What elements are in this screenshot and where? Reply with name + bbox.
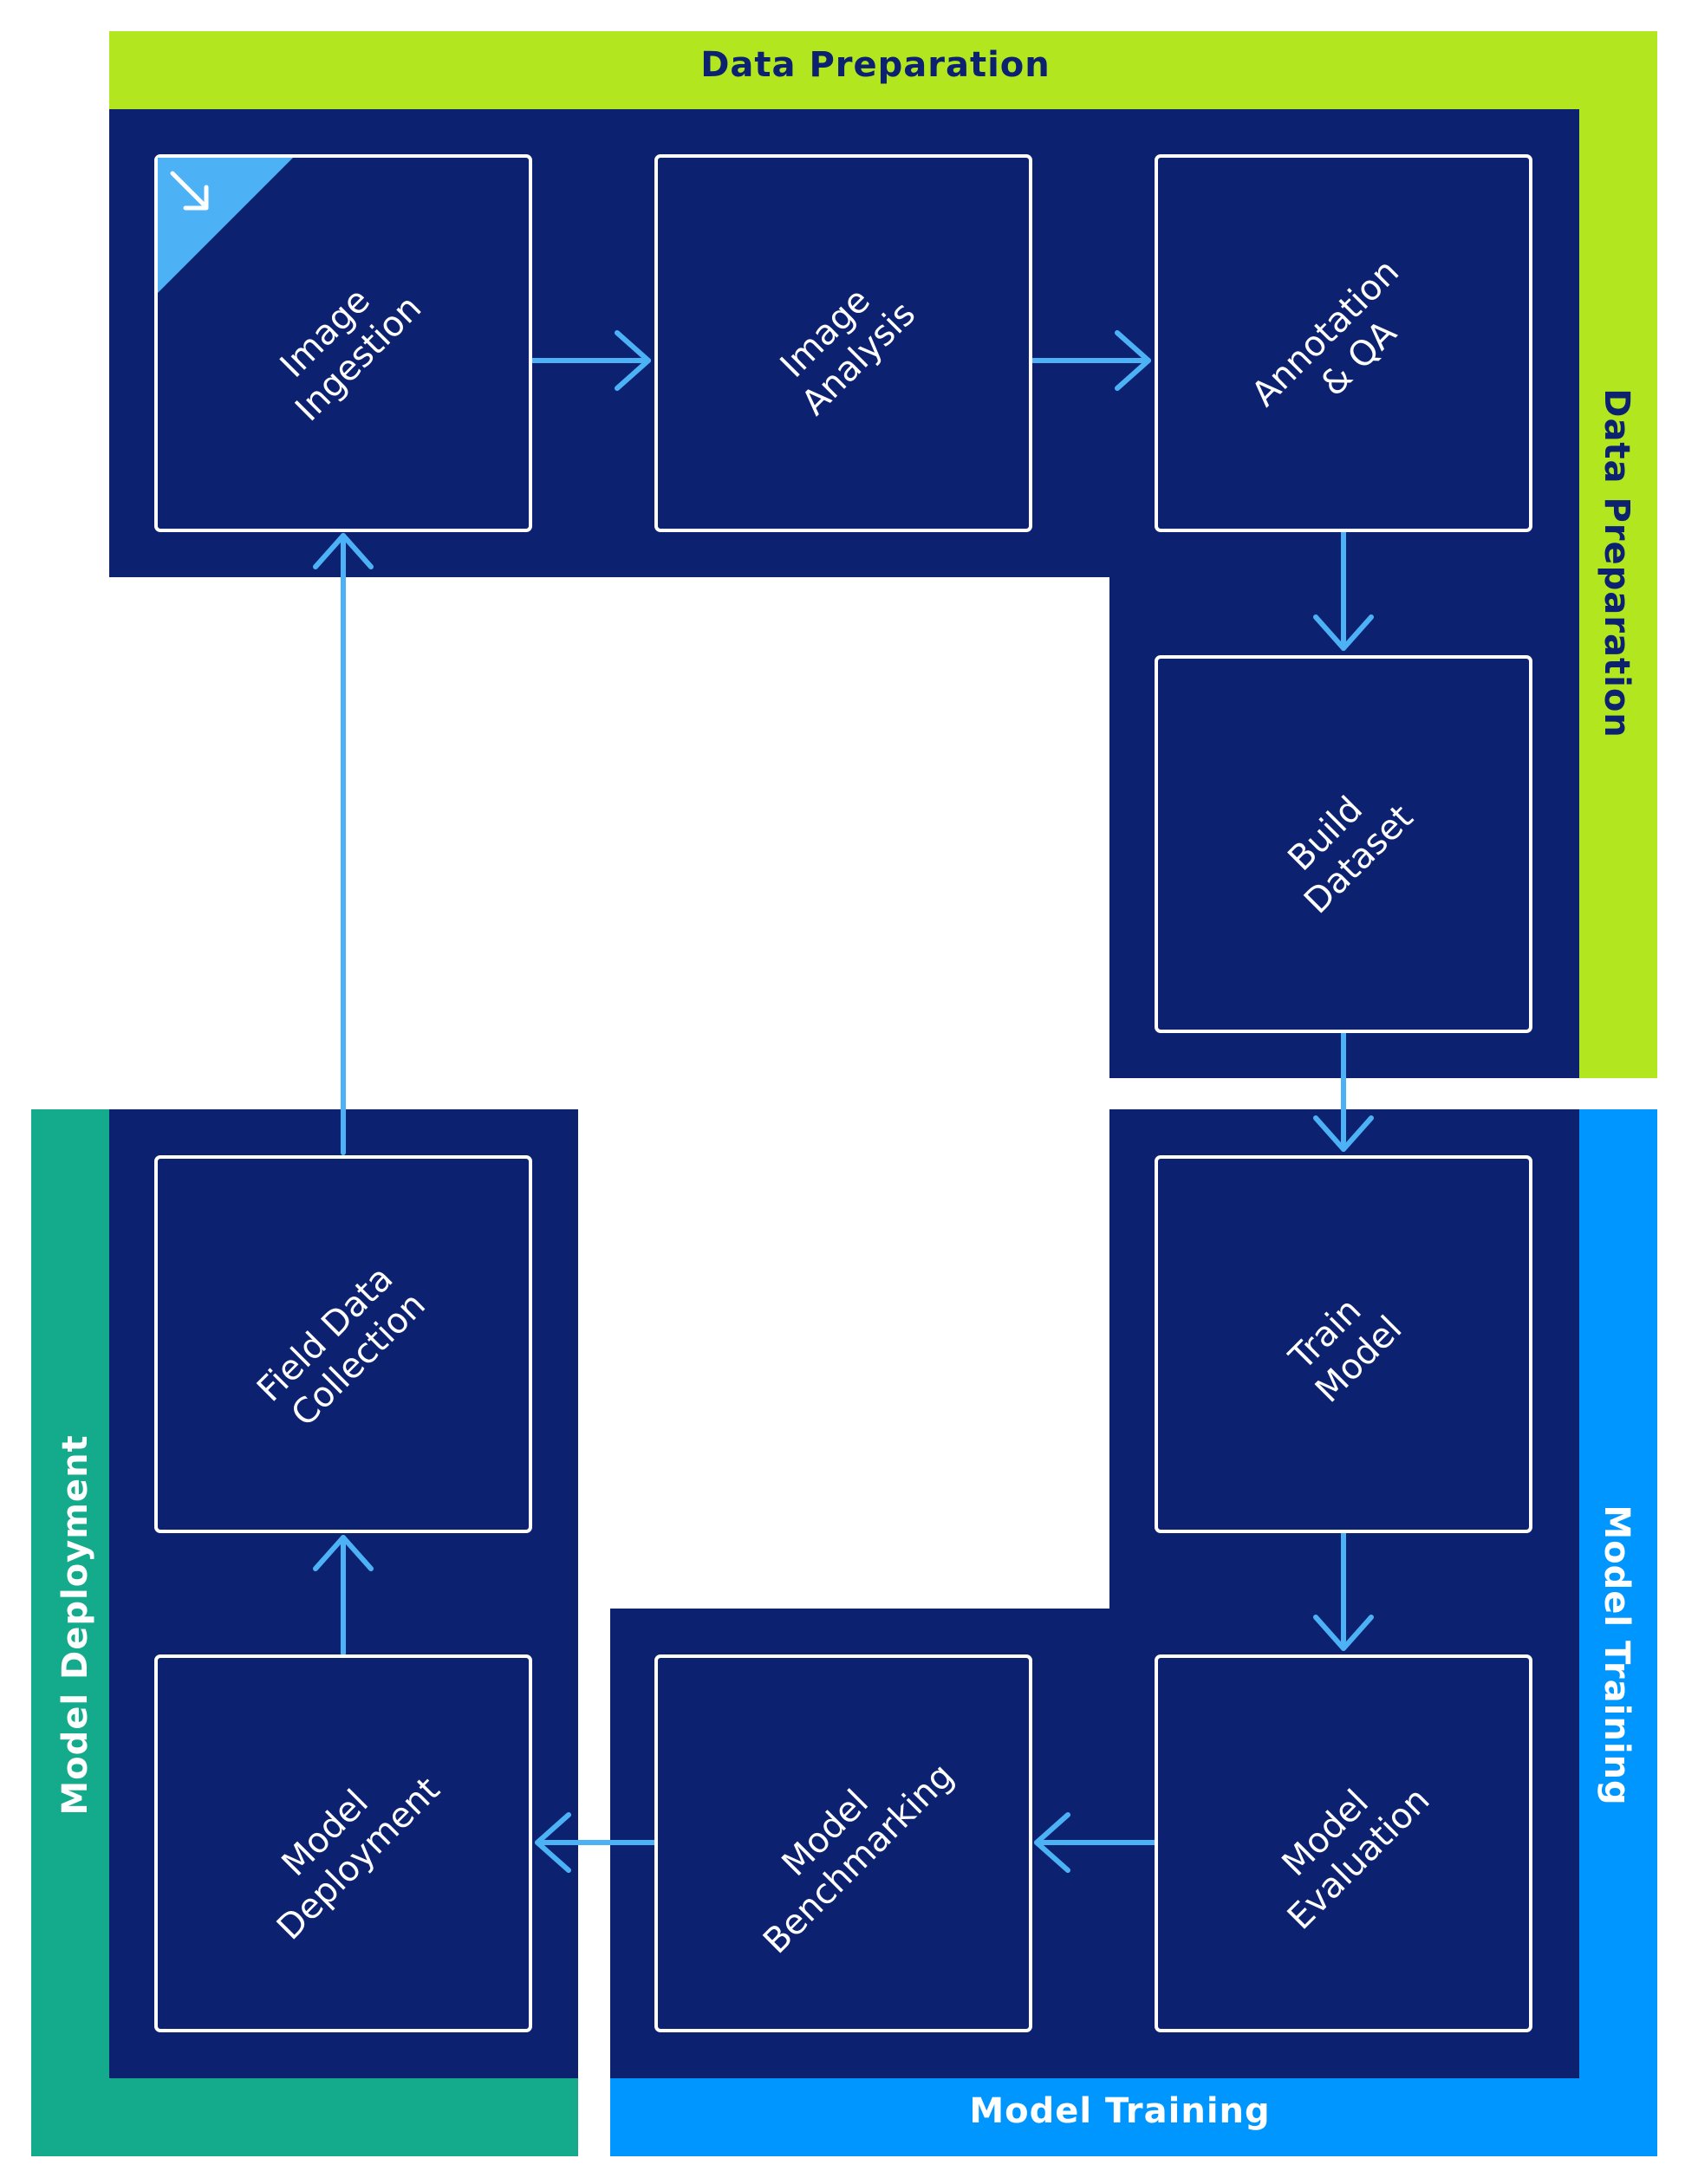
node-model-deployment: Model Deployment [154, 1654, 532, 2032]
node-model-benchmarking: Model Benchmarking [654, 1654, 1032, 2032]
arrow-analysis-to-annotation [1030, 330, 1151, 391]
node-image-analysis: Image Analysis [654, 154, 1032, 532]
node-image-ingestion: Image Ingestion [154, 154, 532, 532]
arrow-annotation-to-build-dataset [1313, 530, 1374, 651]
node-field-data-collection: Field Data Collection [154, 1155, 532, 1533]
node-train-model: Train Model [1155, 1155, 1532, 1533]
band-data-preparation-side [1579, 31, 1657, 1078]
arrow-benchmarking-to-deployment [535, 1812, 658, 1873]
band-label-model-training-bottom: Model Training [969, 2091, 1270, 2131]
node-build-dataset: Build Dataset [1155, 655, 1532, 1033]
arrow-train-model-to-evaluation [1313, 1530, 1374, 1651]
arrow-deployment-to-field-data [313, 1535, 374, 1656]
arrow-evaluation-to-benchmarking [1034, 1812, 1157, 1873]
band-label-data-preparation-side: Data Preparation [1597, 388, 1636, 738]
band-model-training-side [1579, 1109, 1657, 2156]
node-model-evaluation: Model Evaluation [1155, 1654, 1532, 2032]
arrow-ingestion-to-analysis [530, 330, 651, 391]
band-model-training-bottom [610, 2078, 1657, 2156]
node-annotation-qa: Annotation & QA [1155, 154, 1532, 532]
arrow-build-dataset-to-train-model [1313, 1030, 1374, 1152]
arrow-field-data-to-ingestion [313, 533, 374, 1155]
band-label-model-deployment-side: Model Deployment [55, 1434, 95, 1815]
band-model-deployment-bottom [31, 2078, 578, 2156]
band-label-model-training-side: Model Training [1597, 1505, 1636, 1805]
band-data-preparation-top [109, 31, 1657, 109]
arrow-down-right-icon [170, 171, 209, 211]
band-model-deployment-side [31, 1109, 109, 2156]
band-label-data-preparation-top: Data Preparation [700, 45, 1051, 85]
